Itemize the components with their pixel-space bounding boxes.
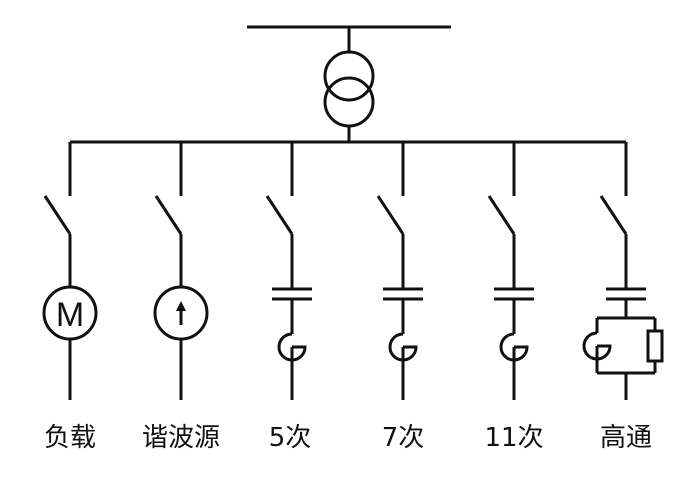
transformer-icon	[323, 27, 375, 142]
capacitor-icon	[606, 287, 646, 301]
switch-icon	[154, 195, 183, 235]
inductor-icon	[388, 332, 418, 362]
switch-icon	[265, 195, 294, 235]
switch-icon	[43, 195, 72, 235]
switch-icon	[376, 195, 405, 235]
branch-filter-11	[487, 142, 534, 400]
switch-icon	[487, 195, 516, 235]
switch-icon	[599, 195, 628, 235]
branch-harmonic-source	[153, 142, 209, 400]
label-harmonic-source: 谐波源	[142, 423, 220, 453]
capacitor-icon	[272, 287, 312, 301]
current-source-icon	[153, 285, 209, 341]
inductor-icon	[582, 331, 612, 361]
label-high-pass: 高通	[600, 423, 652, 453]
motor-icon: M	[42, 285, 98, 341]
branch-filter-7	[376, 142, 423, 400]
label-filter-11: 11次	[484, 423, 543, 453]
branch-load: M	[42, 142, 98, 400]
resistor-icon	[646, 329, 664, 363]
capacitor-icon	[494, 287, 534, 301]
capacitor-icon	[383, 287, 423, 301]
branch-filter-5	[265, 142, 312, 400]
label-filter-5: 5次	[269, 423, 312, 453]
inductor-icon	[499, 332, 529, 362]
motor-letter: M	[56, 296, 84, 334]
label-filter-7: 7次	[382, 423, 425, 453]
label-load: 负载	[44, 423, 96, 453]
inductor-icon	[277, 332, 307, 362]
branch-high-pass	[582, 142, 664, 400]
